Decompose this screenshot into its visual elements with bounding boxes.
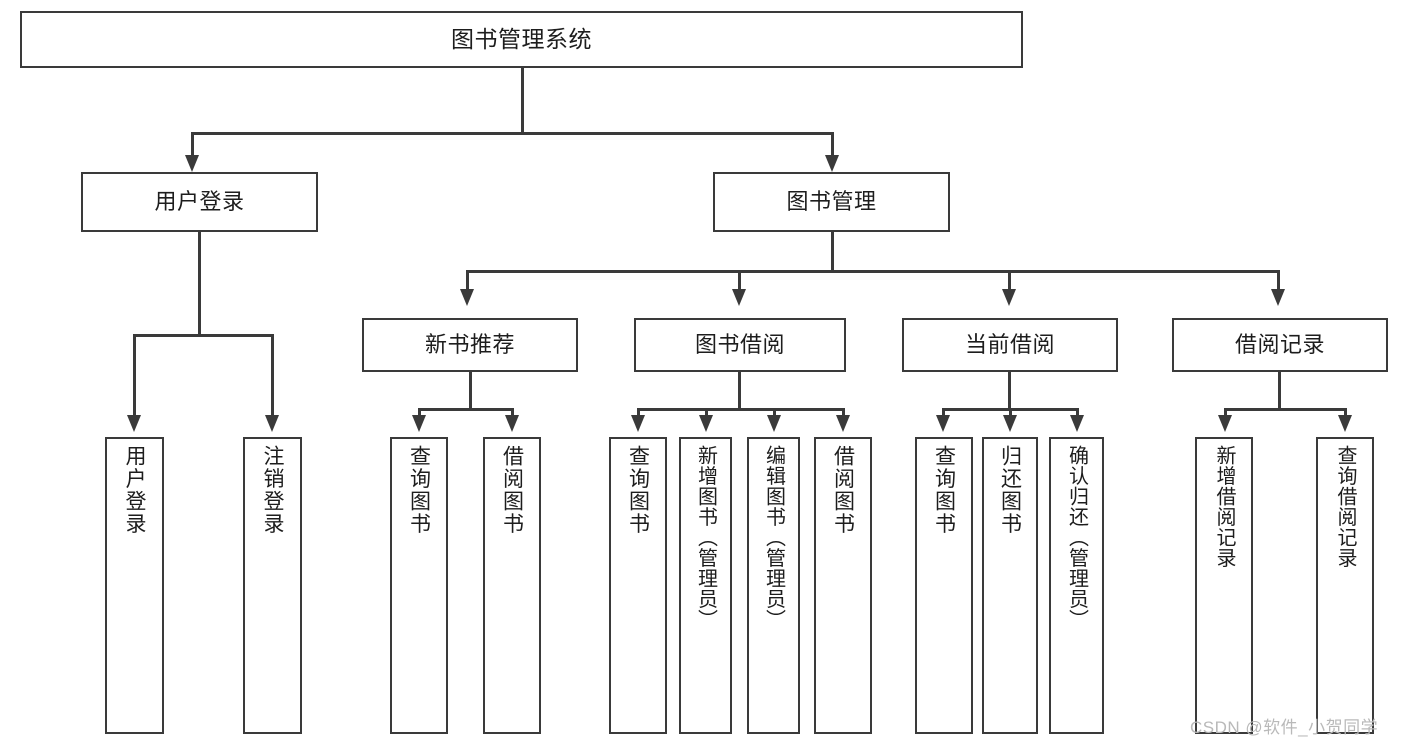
node-label: 新书推荐 xyxy=(424,332,515,358)
leaf-logout[interactable]: 注销登录 xyxy=(243,437,302,734)
node-label: 查询借阅记录 xyxy=(1334,445,1356,568)
connector-new-books-bar xyxy=(418,408,513,411)
node-label: 用户登录 xyxy=(154,189,245,215)
arrow-book-borrow-leaf-2 xyxy=(699,415,713,432)
connector-to-borrow-records xyxy=(1277,270,1280,292)
connector-user-login-bar xyxy=(133,334,273,337)
node-label: 新增借阅记录 xyxy=(1213,445,1235,568)
connector-user-login-left xyxy=(133,334,136,418)
leaf-query-books-new-recommendation[interactable]: 查询图书 xyxy=(390,437,448,734)
leaf-user-login[interactable]: 用户登录 xyxy=(105,437,164,734)
connector-user-login-stem xyxy=(198,232,201,336)
connector-new-books-l2 xyxy=(511,408,514,418)
arrow-records-leaf-1 xyxy=(1218,415,1232,432)
connector-to-current-borrow xyxy=(1008,270,1011,292)
leaf-borrow-books-borrowing[interactable]: 借阅图书 xyxy=(814,437,872,734)
arrow-records-leaf-2 xyxy=(1338,415,1352,432)
arrow-book-borrow-leaf-3 xyxy=(767,415,781,432)
node-label: 图书借阅 xyxy=(694,332,785,358)
node-label: 借阅记录 xyxy=(1234,332,1325,358)
leaf-add-book-admin[interactable]: 新增图书（管理员） xyxy=(679,437,732,734)
arrow-current-borrow-leaf-2 xyxy=(1003,415,1017,432)
leaf-query-books-current[interactable]: 查询图书 xyxy=(915,437,973,734)
arrow-to-new-books xyxy=(460,289,474,306)
connector-to-book-management xyxy=(831,132,834,158)
connector-user-login-right xyxy=(271,334,274,418)
node-label: 当前借阅 xyxy=(964,332,1055,358)
connector-book-borrow-l1 xyxy=(637,408,640,418)
node-user-login[interactable]: 用户登录 xyxy=(81,172,318,232)
node-label: 借阅图书 xyxy=(500,445,524,535)
node-label: 编辑图书（管理员） xyxy=(762,445,785,630)
node-book-management[interactable]: 图书管理 xyxy=(713,172,950,232)
connector-current-borrow-l1 xyxy=(942,408,945,418)
node-label: 归还图书 xyxy=(998,445,1022,535)
arrow-to-book-borrow xyxy=(732,289,746,306)
node-label: 图书管理 xyxy=(786,189,877,215)
node-label: 查询图书 xyxy=(407,445,431,535)
node-root-book-management-system[interactable]: 图书管理系统 xyxy=(20,11,1023,68)
node-label: 查询图书 xyxy=(932,445,956,535)
node-label: 新增图书（管理员） xyxy=(694,445,717,630)
leaf-add-borrow-record[interactable]: 新增借阅记录 xyxy=(1195,437,1253,734)
connector-new-books-l1 xyxy=(418,408,421,418)
connector-book-borrow-l2 xyxy=(705,408,708,418)
connector-to-new-books xyxy=(466,270,469,292)
node-new-book-recommendation[interactable]: 新书推荐 xyxy=(362,318,578,372)
connector-book-borrow-bar xyxy=(637,408,844,411)
arrow-to-current-borrow xyxy=(1002,289,1016,306)
connector-records-stem xyxy=(1278,372,1281,410)
node-label: 查询图书 xyxy=(626,445,650,535)
node-label: 用户登录 xyxy=(123,445,146,535)
node-current-borrowing[interactable]: 当前借阅 xyxy=(902,318,1118,372)
node-borrowing-records[interactable]: 借阅记录 xyxy=(1172,318,1388,372)
leaf-query-books-borrowing[interactable]: 查询图书 xyxy=(609,437,667,734)
csdn-watermark: CSDN @软件_小贺同学 xyxy=(1190,718,1379,737)
connector-book-borrow-stem xyxy=(738,372,741,410)
arrow-new-books-leaf-2 xyxy=(505,415,519,432)
connector-records-bar xyxy=(1224,408,1346,411)
arrow-to-user-login xyxy=(185,155,199,172)
leaf-edit-book-admin[interactable]: 编辑图书（管理员） xyxy=(747,437,800,734)
leaf-borrow-books-new-recommendation[interactable]: 借阅图书 xyxy=(483,437,541,734)
connector-records-l1 xyxy=(1224,408,1227,418)
arrow-to-borrow-records xyxy=(1271,289,1285,306)
node-label: 确认归还（管理员） xyxy=(1065,445,1088,630)
connector-current-borrow-stem xyxy=(1008,372,1011,410)
connector-level2-bar xyxy=(466,270,1278,273)
connector-to-book-borrow xyxy=(738,270,741,292)
connector-records-l2 xyxy=(1344,408,1347,418)
node-book-borrowing[interactable]: 图书借阅 xyxy=(634,318,846,372)
arrow-current-borrow-leaf-1 xyxy=(936,415,950,432)
arrow-book-borrow-leaf-1 xyxy=(631,415,645,432)
leaf-return-books[interactable]: 归还图书 xyxy=(982,437,1038,734)
arrow-user-login-leaf-2 xyxy=(265,415,279,432)
connector-book-borrow-l4 xyxy=(842,408,845,418)
connector-root-stem xyxy=(521,68,524,134)
connector-to-user-login xyxy=(191,132,194,158)
connector-root-bar xyxy=(191,132,834,135)
connector-current-borrow-l2 xyxy=(1009,408,1012,418)
connector-book-borrow-l3 xyxy=(773,408,776,418)
connector-book-management-stem xyxy=(831,232,834,272)
leaf-query-borrow-record[interactable]: 查询借阅记录 xyxy=(1316,437,1374,734)
leaf-confirm-return-admin[interactable]: 确认归还（管理员） xyxy=(1049,437,1104,734)
node-label: 图书管理系统 xyxy=(451,26,592,53)
connector-new-books-stem xyxy=(469,372,472,410)
arrow-current-borrow-leaf-3 xyxy=(1070,415,1084,432)
arrow-new-books-leaf-1 xyxy=(412,415,426,432)
arrow-user-login-leaf-1 xyxy=(127,415,141,432)
connector-current-borrow-l3 xyxy=(1076,408,1079,418)
node-label: 注销登录 xyxy=(261,445,284,535)
arrow-to-book-management xyxy=(825,155,839,172)
arrow-book-borrow-leaf-4 xyxy=(836,415,850,432)
node-label: 借阅图书 xyxy=(831,445,855,535)
